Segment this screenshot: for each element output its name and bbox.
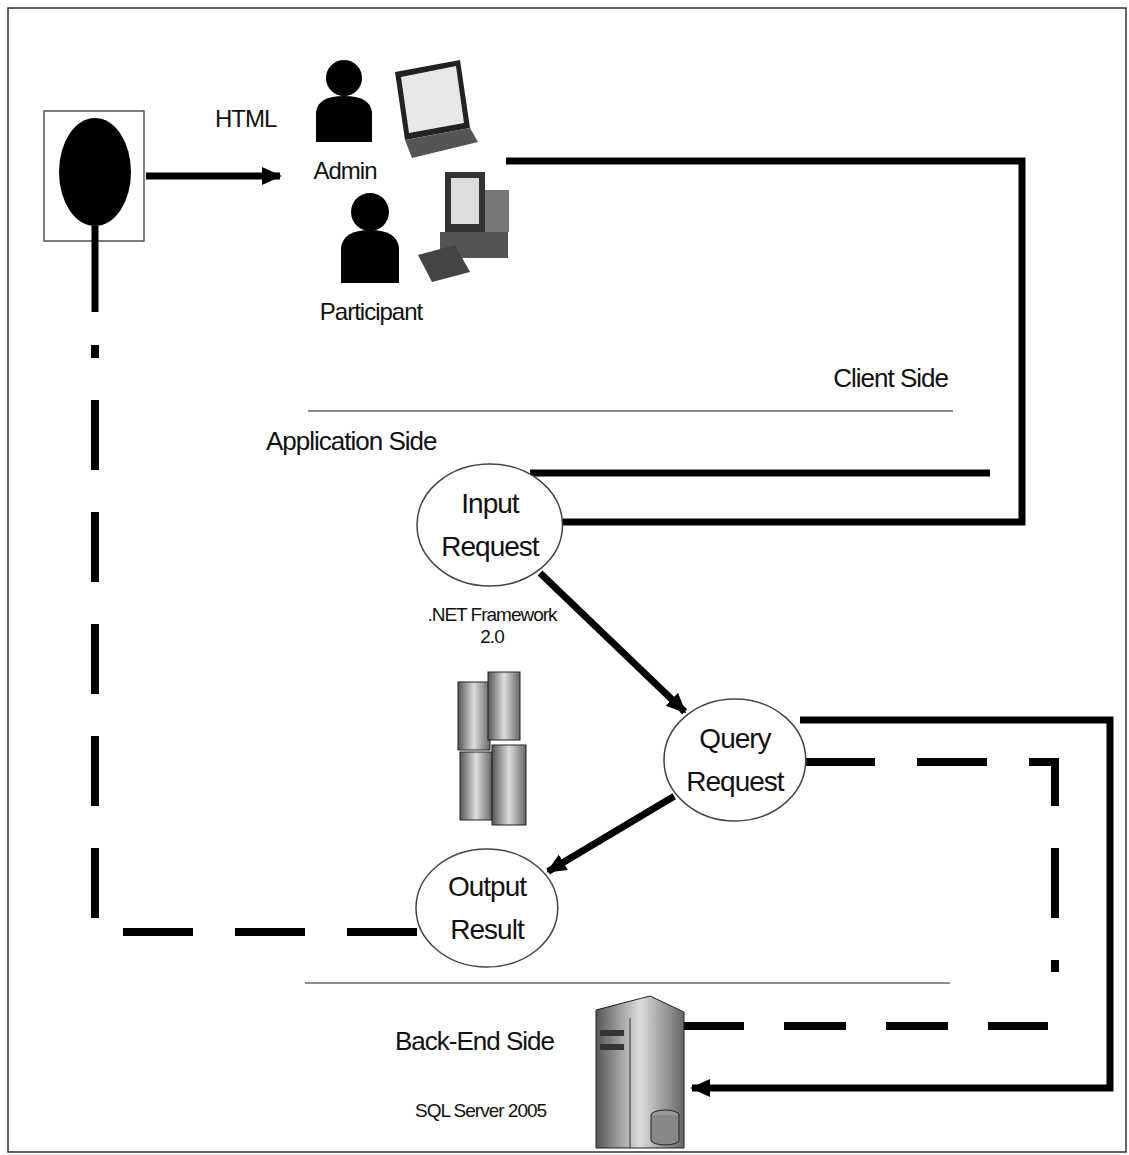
node-text: Output Result: [431, 865, 543, 952]
side-label: Participant: [320, 298, 422, 326]
flow-arrow: [540, 573, 685, 712]
node-text: Query Request: [679, 717, 791, 804]
side-label: Application Side: [266, 427, 436, 457]
side-label: HTML: [215, 105, 276, 133]
process-ellipse: Query Request: [663, 698, 807, 822]
flow-arrow: [548, 796, 674, 871]
side-label: .NET Framework 2.0: [417, 604, 567, 648]
ellipse-outline: [416, 463, 564, 587]
side-label: Client Side: [833, 364, 948, 394]
ellipse-outline: [415, 848, 559, 968]
process-ellipse: Output Result: [415, 848, 559, 968]
side-label: SQL Server 2005: [415, 1100, 546, 1122]
side-label: Back-End Side: [395, 1027, 554, 1057]
ellipse-outline: [663, 698, 807, 822]
side-label: Admin: [313, 157, 376, 185]
process-ellipse: Input Request: [416, 463, 564, 587]
node-text: Input Request: [432, 482, 547, 569]
